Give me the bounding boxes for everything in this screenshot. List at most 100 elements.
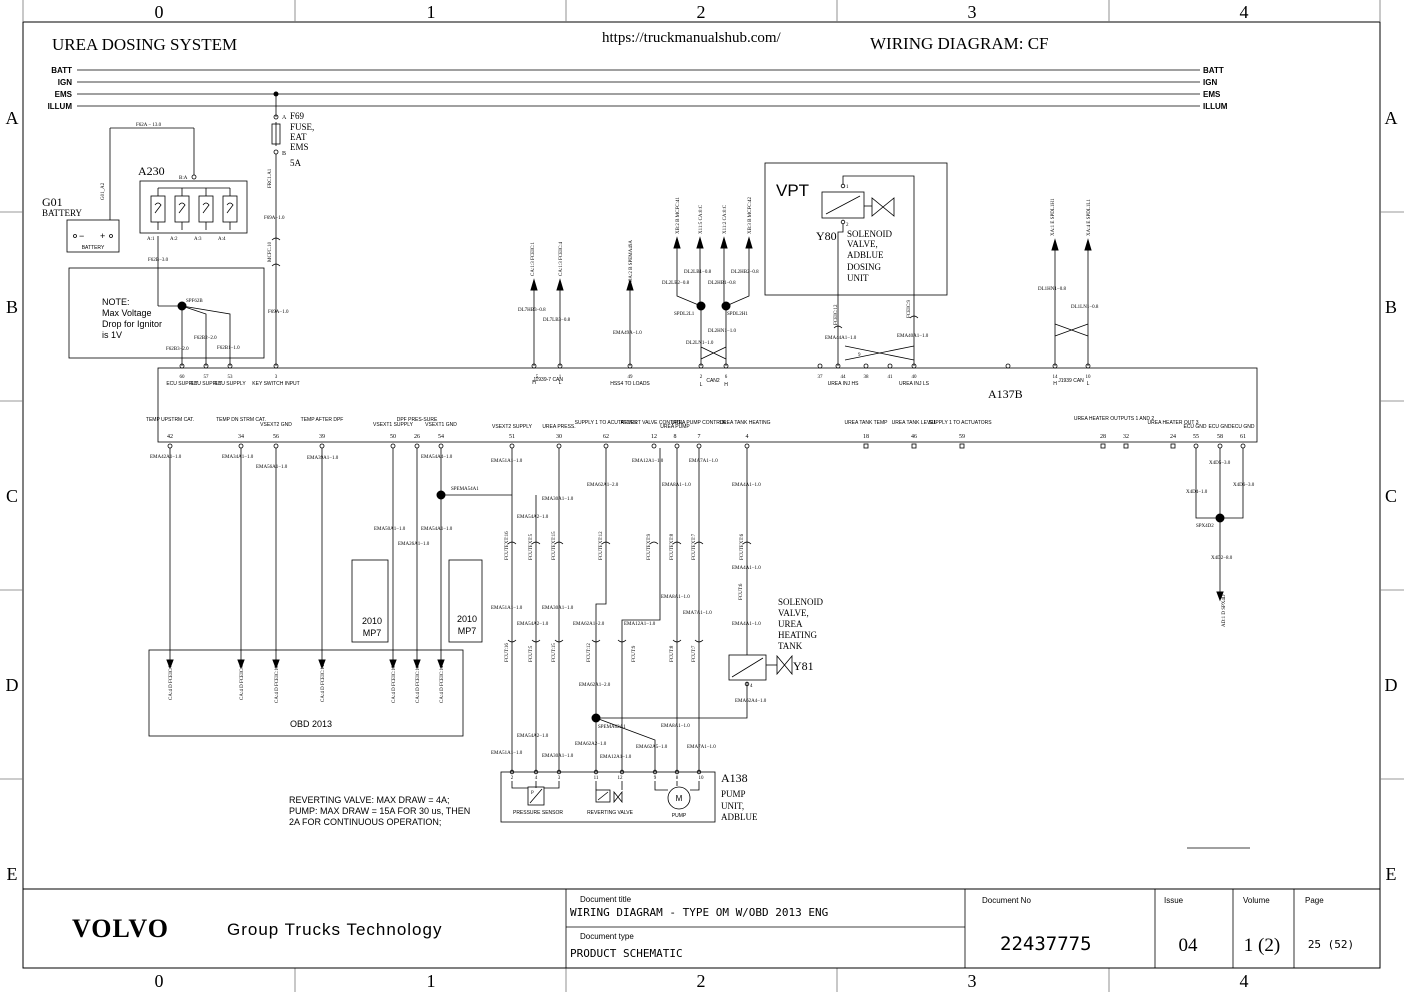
heater-pin: 4 xyxy=(750,684,753,689)
heater-desc-1: SOLENOID xyxy=(778,597,823,607)
ecu-pin-num: 28 xyxy=(1100,434,1106,440)
fuse-wire-out: F69A−1.0 xyxy=(264,216,285,221)
rail-label-batt-right: BATT xyxy=(1203,66,1224,75)
ecu-pin-num: 44 xyxy=(841,375,847,380)
diagram-title: UREA DOSING SYSTEM xyxy=(52,35,237,54)
can-wire-x115: X11:5 CA:0:C xyxy=(699,204,704,234)
can-splice-l: SPDL2L1 xyxy=(674,312,695,317)
wire-x4d6: X4D6−3.0 xyxy=(1233,483,1255,488)
can-wire-ca13b: CA:1:3 FCEIC:4 xyxy=(559,241,564,276)
ecu-pin-num: 30 xyxy=(556,434,562,440)
can-wire-xa4e: XA:4 E SPDL1L1 xyxy=(1087,199,1092,236)
wire-ema51a1: EMA51A1−1.0 xyxy=(491,459,523,464)
can-wire-dl2hb2: DL2HB2−0.8 xyxy=(731,270,759,275)
relay-pin-a3: A:3 xyxy=(194,237,202,242)
wire-ema30a1-b: EMA30A1−1.0 xyxy=(542,606,574,611)
ecu-pin-label: KEY SWITCH INPUT xyxy=(252,381,299,387)
ecu-a137b: A137B 60 57 53 3 5 1 xyxy=(146,363,1258,449)
battery-minus: − xyxy=(79,231,84,241)
ecu-pin-label: UREA PUMP CONTROL xyxy=(671,420,726,426)
fuse-desc-3: EMS xyxy=(290,142,309,152)
vpt-dosing-unit: VPT 1 2 Y80 SOLENOID VALVE, ADBLUE DOSIN… xyxy=(764,162,948,366)
mp7-year: 2010 xyxy=(457,614,477,624)
ecu-pin-label: L xyxy=(700,382,703,388)
pump-sensor-p: P xyxy=(531,791,534,796)
ecu-pin-num: 26 xyxy=(414,434,420,440)
vpt-conn-right: FCEIC:9 xyxy=(907,299,912,318)
fuse-id: F69 xyxy=(290,111,305,121)
doc-type-label: Document type xyxy=(580,932,634,941)
wire-ema7a1-c: EMA7A1−1.0 xyxy=(687,745,716,750)
wire-fcut7: FCUT:7 xyxy=(692,645,697,662)
battery-id: G01 xyxy=(42,195,63,209)
heater-desc-2: VALVE, xyxy=(778,608,809,618)
ecu-pin-label: UREA TANK TEMP xyxy=(844,420,888,426)
ecu-pin-label: HSS4 TO LOADS xyxy=(610,381,650,387)
volvo-logo: VOLVO xyxy=(72,914,169,943)
wire-ema4a1-c: EMA4A1−1.0 xyxy=(732,622,761,627)
wire-x4d5: X4D5−3.0 xyxy=(1209,461,1231,466)
ecu-pin-num: 18 xyxy=(863,434,869,440)
pump-part-label: PRESSURE SENSOR xyxy=(513,810,563,816)
wire-ema51a1-b: EMA51A1−1.0 xyxy=(491,606,523,611)
ecu-pin-label: DPF PRES-SURE xyxy=(397,417,438,423)
ecu-pin-num: 50 xyxy=(390,434,396,440)
can-wire-dl2ln1: DL2LN1−1.0 xyxy=(686,341,714,346)
ecu-pin-num: 62 xyxy=(603,434,609,440)
rail-label-illum: ILLUM xyxy=(48,102,73,111)
can-wire-dl2hn1: DL2HN1−1.0 xyxy=(708,329,736,334)
wire-fcut5: FCUT:5 xyxy=(529,645,534,662)
volume-value: 1 (2) xyxy=(1244,935,1280,956)
ecu-pin-num: 4 xyxy=(746,434,749,440)
ecu-pin-num: 46 xyxy=(911,434,917,440)
ecu-pin-num: 38 xyxy=(864,375,870,380)
relay-top-pin: B:A xyxy=(179,176,188,181)
ecu-top-pin-labels: 60 57 53 3 5 1 49 2 6 37 44 38 41 40 14 … xyxy=(166,375,1091,388)
heater-desc-3: UREA xyxy=(778,619,803,629)
grid-row-labels-right: A B C D E xyxy=(1385,108,1398,884)
can-wire-spema: CA:2 B SPEMA49A xyxy=(629,240,634,282)
wire-fcutext7: FCUTEXT:7 xyxy=(692,533,697,560)
reverting-valve-note: REVERTING VALVE: MAX DRAW = 4A; PUMP: MA… xyxy=(289,795,470,827)
pump-pin: 12 xyxy=(618,776,624,781)
ecu-pin-label: H xyxy=(724,382,728,388)
pump-desc-2: UNIT, xyxy=(721,801,744,811)
ecu-pin-label: ECU SUPPLY xyxy=(214,381,246,387)
ecu-pin-num: 41 xyxy=(888,375,894,380)
obd-connector: CA:4 D FCEIC:11 xyxy=(321,664,326,702)
wire-ema62a2: EMA62A2−1.0 xyxy=(575,742,607,747)
mp7-year: 2010 xyxy=(362,616,382,626)
fuse-pin-a: A xyxy=(282,115,287,121)
grid-col-label: 2 xyxy=(697,971,706,991)
vpt-pin-2: 2 xyxy=(846,223,849,228)
issue-label: Issue xyxy=(1164,896,1184,905)
grid-row-label: B xyxy=(6,297,18,317)
mp7-boxes: 2010 MP7 2010 MP7 xyxy=(351,559,483,643)
can-wiring: CA:1:3 FCEIC:1 CA:1:3 FCEIC:4 DL7HB3−0.8… xyxy=(518,197,1099,366)
can-wire-dl7lb3: DL7LB3−0.8 xyxy=(543,318,571,323)
can-wire-dl1hn1: DL1HN1−0.8 xyxy=(1038,287,1066,292)
can-wire-xa1e: XA:1 E SPDL1H1 xyxy=(1051,198,1056,236)
grid-row-label: C xyxy=(1385,486,1397,506)
ecu-pin-label: VSEXT1 SUPPLY xyxy=(373,422,414,428)
ecu-pin-label: L xyxy=(559,380,562,386)
ecu-pin-label: VSEXT1 GND xyxy=(425,422,457,428)
ecu-pin-label: H xyxy=(532,380,536,386)
fuse-wire-down: F69A−1.0 xyxy=(268,310,289,315)
revert-note-line: REVERTING VALVE: MAX DRAW = 4A; xyxy=(289,795,449,805)
note-box: NOTE: Max Voltage Drop for Ignitor is 1V… xyxy=(68,267,265,366)
ecu-pin-num: 40 xyxy=(912,375,918,380)
wire-ema8a1-c: EMA8A1−1.0 xyxy=(661,724,690,729)
can-wire-dl2lb1: DL2LB1−0.8 xyxy=(684,270,712,275)
pump-pin: 9 xyxy=(654,776,657,781)
relay-id: A230 xyxy=(138,164,165,178)
ecu-pin-label: SUPPLY 1 TO ACUTATORS xyxy=(575,420,638,426)
wire-ema50a1: EMA50A1−1.0 xyxy=(374,527,406,532)
pump-pin: 8 xyxy=(676,776,679,781)
wire-ema12a1-c: EMA12A1−1.0 xyxy=(600,755,632,760)
pump-unit-a138: 2 4 3 11 12 9 8 10 P M PRESSURE SENSOR R… xyxy=(500,769,758,823)
ecu-can-label: CAN2 xyxy=(706,378,720,384)
can-wire-ema49a: EMA49A−1.0 xyxy=(613,331,642,336)
wire-fcutext6: FCUTEXT:6 xyxy=(740,533,745,560)
ecu-pin-num: 55 xyxy=(1193,434,1199,440)
